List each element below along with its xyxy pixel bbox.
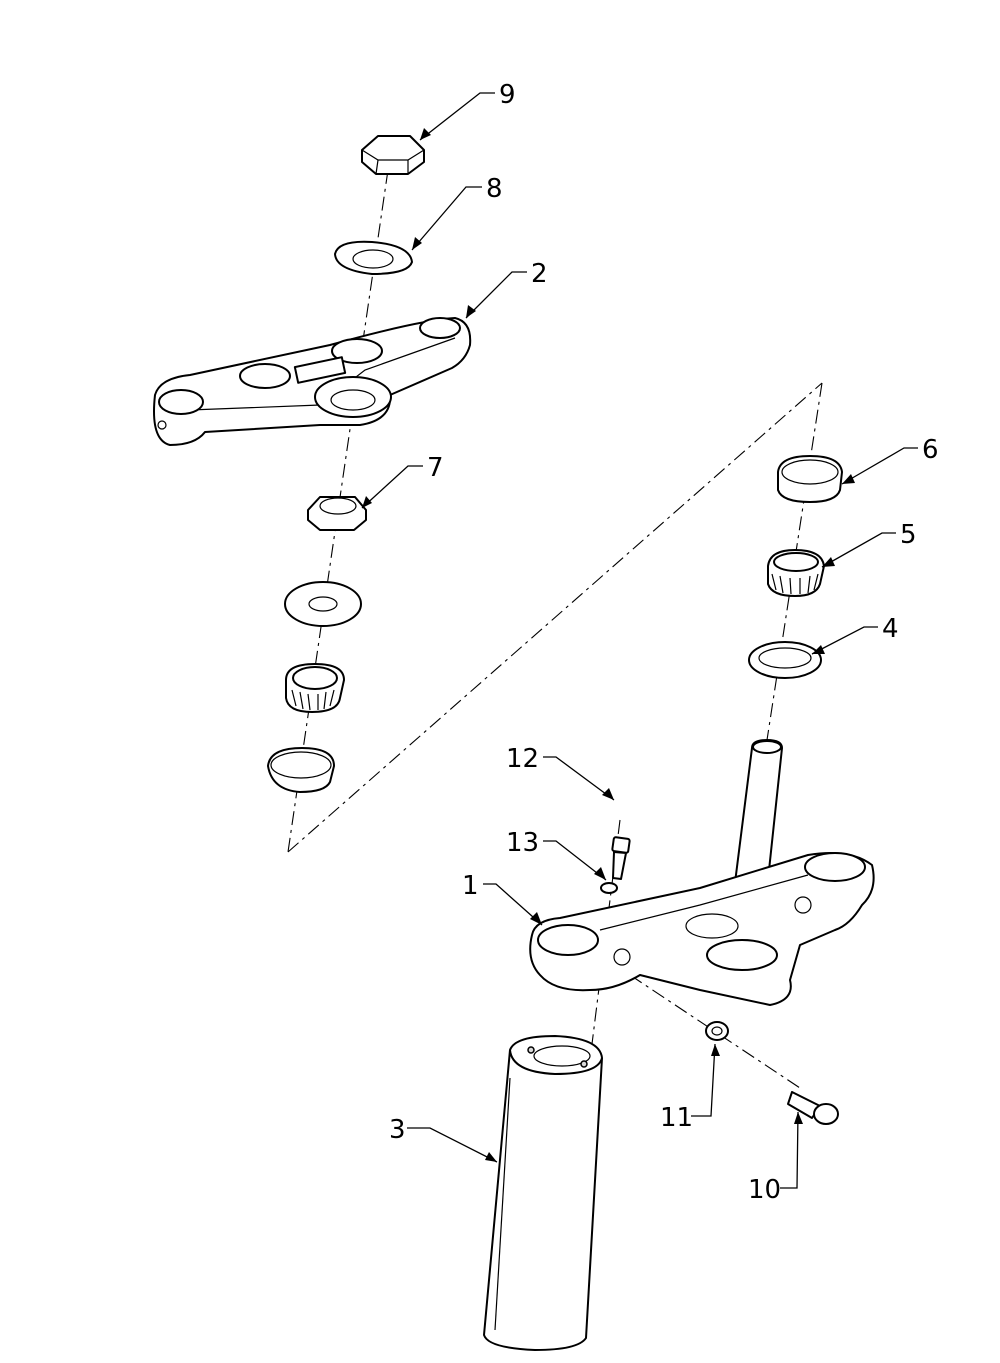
callout-leaders xyxy=(361,92,918,1189)
callout-12: 12 xyxy=(506,744,539,774)
part-9-hex-nut xyxy=(361,135,425,175)
part-4-dust-seal xyxy=(748,641,822,679)
callout-9: 9 xyxy=(499,80,516,110)
callout-2: 2 xyxy=(531,259,548,289)
part-5-tapered-roller-bearing xyxy=(767,549,825,597)
callout-11: 11 xyxy=(660,1103,693,1133)
callout-labels: 9 8 2 7 6 5 4 12 13 1 3 11 10 xyxy=(389,80,939,1205)
part-13-nut xyxy=(600,882,618,894)
callout-1: 1 xyxy=(462,871,479,901)
steering-washer xyxy=(284,581,362,627)
callout-3: 3 xyxy=(389,1115,406,1145)
part-3-fork-tube xyxy=(483,1035,603,1351)
callout-13: 13 xyxy=(506,828,539,858)
part-1-lower-triple-clamp xyxy=(529,739,875,1006)
part-6-bearing-race xyxy=(777,455,843,503)
callout-6: 6 xyxy=(922,435,939,465)
callout-7: 7 xyxy=(427,453,444,483)
tapered-roller-bearing-lower xyxy=(285,663,345,713)
part-11-washer xyxy=(705,1021,729,1041)
part-2-upper-triple-clamp xyxy=(153,317,472,446)
part-7-lock-nut xyxy=(307,496,367,531)
bearing-race-lower xyxy=(267,747,335,793)
part-8-tab-washer xyxy=(334,240,413,275)
part-12-bolt xyxy=(611,836,631,880)
part-10-pinch-bolt xyxy=(787,1091,839,1125)
callout-5: 5 xyxy=(900,520,917,550)
callout-4: 4 xyxy=(882,614,899,644)
callout-10: 10 xyxy=(748,1175,781,1205)
callout-8: 8 xyxy=(486,174,503,204)
